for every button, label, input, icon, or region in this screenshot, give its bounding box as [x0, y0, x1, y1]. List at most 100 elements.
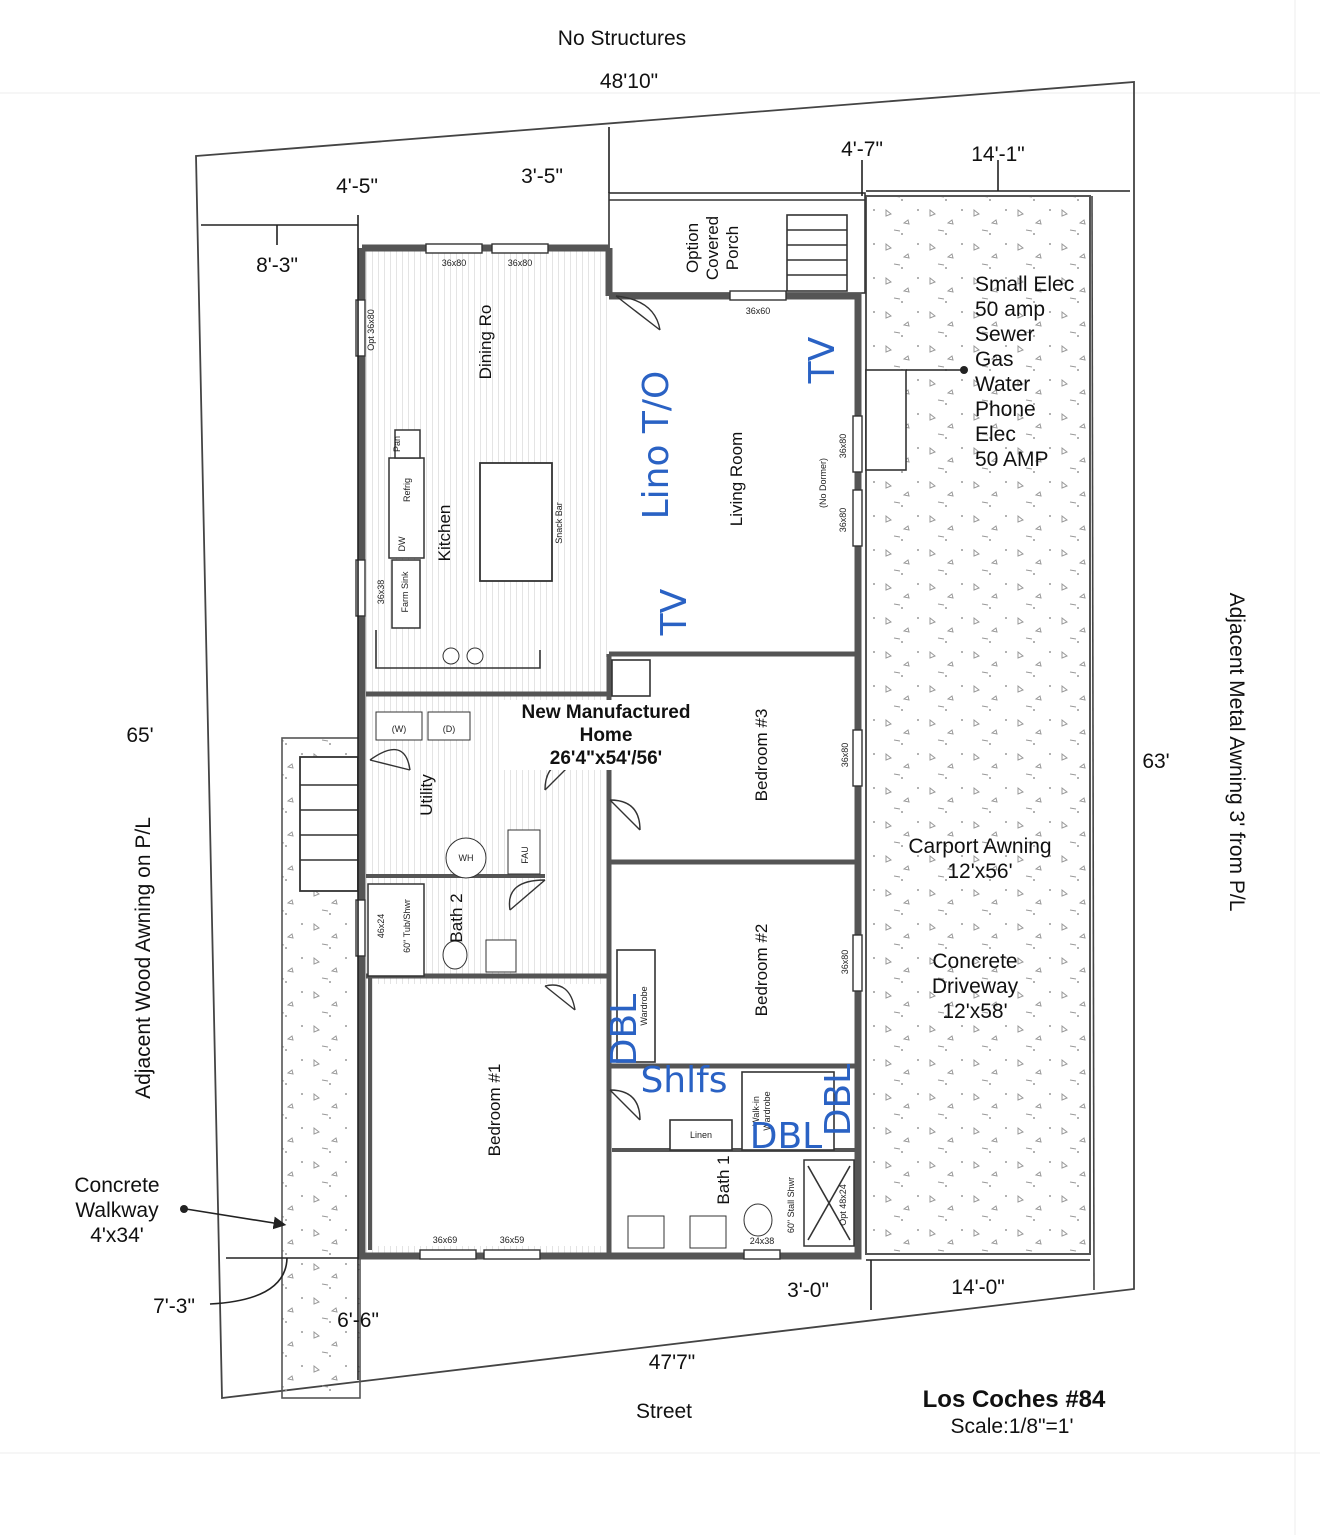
utility-box [865, 369, 907, 471]
svg-text:12'x58': 12'x58' [942, 1000, 1007, 1023]
svg-text:DBL: DBL [604, 994, 645, 1066]
metal-awning-line [1091, 195, 1095, 1291]
plan-title: Los Coches #84 [923, 1386, 1106, 1413]
svg-text:Opt 48x24: Opt 48x24 [838, 1184, 848, 1226]
top-note: No Structures [558, 27, 686, 50]
bottom-width: 47'7" [649, 1351, 696, 1374]
dim-14-0: 14'-0" [951, 1276, 1005, 1299]
svg-text:Covered: Covered [703, 216, 722, 280]
property-line [195, 81, 1135, 1400]
svg-text:60" Tub/Shwr: 60" Tub/Shwr [402, 899, 412, 953]
svg-text:Water: Water [975, 373, 1030, 396]
room-bath1: Bath 1 [714, 1155, 733, 1204]
svg-text:36x80: 36x80 [838, 508, 848, 533]
svg-text:TV: TV [802, 336, 843, 384]
svg-text:60" Stall Shwr: 60" Stall Shwr [786, 1177, 796, 1233]
svg-text:46x24: 46x24 [376, 914, 386, 939]
plan-scale: Scale:1/8"=1' [951, 1415, 1074, 1438]
room-bath2: Bath 2 [447, 893, 466, 942]
room-walkin: Walk-in Wardrobe [751, 1091, 772, 1130]
closets [611, 659, 835, 1151]
svg-text:Concrete: Concrete [932, 950, 1017, 973]
dim-3-0: 3'-0" [787, 1279, 829, 1302]
svg-text:TV: TV [654, 588, 695, 636]
svg-text:12'x56': 12'x56' [947, 860, 1012, 883]
handwritten-notes: Lino T/O TV TV DBL DBL DBL Shlfs [604, 336, 859, 1157]
svg-text:50 AMP: 50 AMP [975, 448, 1049, 471]
carport-label: Carport Awning 12'x56' [908, 835, 1051, 883]
bath-fixtures [367, 711, 855, 1249]
svg-text:Opt 36x80: Opt 36x80 [366, 309, 376, 351]
svg-text:Lino T/O: Lino T/O [636, 371, 677, 520]
plan-annotations: 36x80 36x80 36x60 Opt 36x80 36x80 36x80 … [366, 258, 850, 1246]
dimension-lines [180, 127, 1130, 1380]
svg-text:(D): (D) [443, 724, 456, 734]
svg-text:36x60: 36x60 [746, 306, 771, 316]
doors [369, 295, 661, 1121]
svg-text:Porch: Porch [723, 226, 742, 270]
dim-4-5: 4'-5" [336, 175, 378, 198]
svg-text:FAU: FAU [520, 846, 530, 864]
windows [355, 243, 863, 1260]
svg-text:WH: WH [459, 853, 474, 863]
dim-4-7: 4'-7" [841, 138, 883, 161]
left-entry-steps [299, 756, 359, 892]
svg-text:(No Dormer): (No Dormer) [818, 458, 828, 508]
svg-text:36x80: 36x80 [508, 258, 533, 268]
room-wardrobe: Wardrobe [639, 986, 649, 1025]
home-label: New Manufactured Home 26'4"x54'/56' [500, 700, 715, 770]
top-width: 48'10" [600, 70, 658, 93]
svg-text:36x69: 36x69 [433, 1235, 458, 1245]
room-bedroom2: Bedroom #2 [752, 924, 771, 1017]
svg-text:Concrete: Concrete [74, 1174, 159, 1197]
svg-text:Small Elec: Small Elec [975, 273, 1074, 296]
svg-text:Elec: Elec [975, 423, 1016, 446]
svg-text:36x80: 36x80 [838, 434, 848, 459]
svg-text:Gas: Gas [975, 348, 1014, 371]
right-side-label: Adjacent Metal Awning 3' from P/L [1225, 593, 1248, 912]
svg-text:Pan: Pan [392, 436, 402, 452]
svg-text:DBL: DBL [750, 1116, 822, 1157]
svg-text:Shlfs: Shlfs [640, 1060, 727, 1101]
dim-8-3: 8'-3" [256, 254, 298, 277]
svg-text:4'x34': 4'x34' [90, 1224, 144, 1247]
svg-text:36x59: 36x59 [500, 1235, 525, 1245]
room-utility: Utility [417, 774, 436, 816]
room-bedroom1: Bedroom #1 [485, 1064, 504, 1157]
left-side-label: Adjacent Wood Awning on P/L [132, 817, 155, 1099]
walkway-label: Concrete Walkway 4'x34' [74, 1174, 159, 1247]
room-kitchen: Kitchen [435, 505, 454, 562]
svg-text:Walkway: Walkway [75, 1199, 159, 1222]
svg-text:Wardrobe: Wardrobe [762, 1091, 772, 1130]
dim-3-5: 3'-5" [521, 165, 563, 188]
dim-14-1: 14'-1" [971, 143, 1025, 166]
svg-text:Home: Home [580, 725, 633, 746]
dim-7-3: 7'-3" [153, 1295, 195, 1318]
svg-text:Farm Sink: Farm Sink [400, 571, 410, 613]
svg-text:Refrig: Refrig [402, 478, 412, 502]
porch-area [608, 192, 866, 294]
svg-text:24x38: 24x38 [750, 1236, 775, 1246]
utility-leader-dot [960, 366, 968, 374]
svg-text:36x80: 36x80 [442, 258, 467, 268]
svg-text:Phone: Phone [975, 398, 1036, 421]
svg-text:26'4"x54'/56': 26'4"x54'/56' [550, 748, 662, 769]
svg-text:DBL: DBL [818, 1064, 859, 1136]
driveway-label: Concrete Driveway 12'x58' [932, 950, 1019, 1023]
svg-text:Snack Bar: Snack Bar [554, 502, 564, 544]
right-depth: 63' [1142, 750, 1169, 773]
svg-text:50 amp: 50 amp [975, 298, 1045, 321]
room-living: Living Room [727, 432, 746, 527]
left-depth: 65' [126, 724, 153, 747]
svg-text:(W): (W) [392, 724, 407, 734]
room-dining: Dining Ro [476, 305, 495, 380]
svg-text:Sewer: Sewer [975, 323, 1035, 346]
svg-text:36x80: 36x80 [840, 950, 850, 975]
room-linen: Linen [690, 1130, 712, 1140]
kitchen-fixtures [375, 429, 553, 669]
svg-text:DW: DW [397, 536, 407, 551]
dim-6-6: 6'-6" [337, 1309, 379, 1332]
utilities-list: Small Elec 50 amp Sewer Gas Water Phone … [975, 273, 1074, 471]
room-bedroom3: Bedroom #3 [752, 709, 771, 802]
